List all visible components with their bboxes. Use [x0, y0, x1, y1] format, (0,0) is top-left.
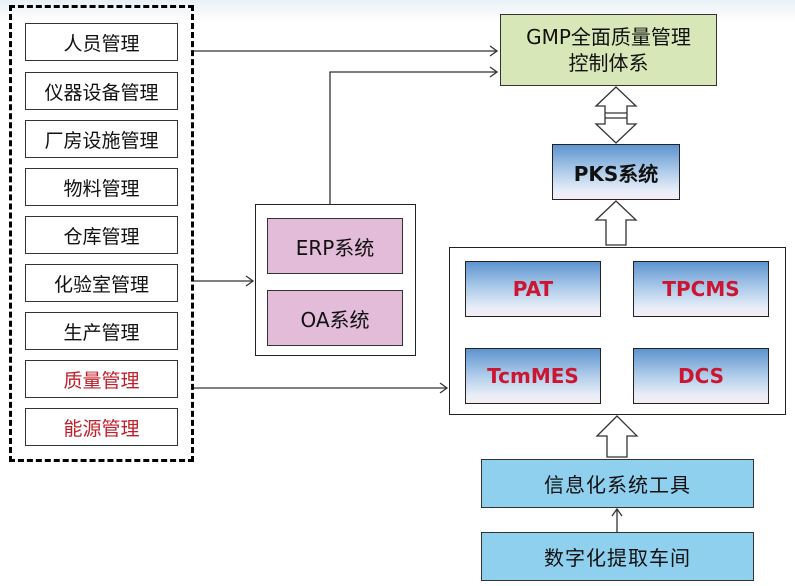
workshop-label: 数字化提取车间: [544, 546, 691, 570]
gmp-title-line2: 控制体系: [568, 51, 649, 75]
info-tools-label: 信息化系统工具: [544, 473, 691, 497]
module-label: 仓库管理: [63, 225, 140, 248]
arrowhead-tools: [611, 507, 623, 517]
arrowhead-gmp-1: [489, 45, 499, 57]
info-system-tools-box[interactable]: 信息化系统工具: [481, 459, 754, 508]
module-label: 人员管理: [63, 32, 140, 55]
module-label: 质量管理: [63, 369, 140, 392]
tpcms-label: TPCMS: [662, 277, 740, 301]
module-equipment[interactable]: 仪器设备管理: [25, 72, 178, 110]
module-label: 厂房设施管理: [44, 129, 159, 152]
module-production[interactable]: 生产管理: [25, 312, 178, 350]
arrowhead-systems: [439, 382, 449, 394]
bidirectional-arrow-gmp-pks: [594, 86, 638, 144]
block-arrow-tools-to-systems: [595, 415, 639, 458]
connector-erp-to-gmp: [329, 71, 497, 204]
dcs-system-box[interactable]: DCS: [633, 348, 769, 404]
tcmmes-system-box[interactable]: TcmMES: [465, 348, 601, 404]
module-label: 能源管理: [63, 417, 140, 440]
dcs-label: DCS: [677, 364, 725, 388]
module-personnel[interactable]: 人员管理: [25, 23, 178, 61]
tpcms-system-box[interactable]: TPCMS: [633, 261, 769, 317]
management-modules-group: [9, 5, 194, 462]
module-label: 化验室管理: [53, 273, 149, 296]
gmp-title-line1: GMP全面质量管理: [526, 25, 691, 49]
gmp-quality-system-box[interactable]: GMP全面质量管理 控制体系: [500, 14, 717, 86]
module-label: 生产管理: [63, 321, 140, 344]
block-arrow-systems-to-pks: [594, 200, 638, 246]
oa-label: OA系统: [300, 307, 370, 332]
arrowhead-gmp-2: [489, 66, 499, 78]
pat-system-box[interactable]: PAT: [465, 261, 601, 317]
pat-label: PAT: [512, 277, 554, 301]
module-quality[interactable]: 质量管理: [25, 360, 178, 398]
module-facilities[interactable]: 厂房设施管理: [25, 120, 178, 158]
tcmmes-label: TcmMES: [487, 364, 579, 388]
module-laboratory[interactable]: 化验室管理: [25, 264, 178, 302]
module-energy[interactable]: 能源管理: [25, 408, 178, 446]
pks-label: PKS系统: [573, 161, 659, 186]
erp-system-box[interactable]: ERP系统: [267, 218, 403, 274]
module-label: 物料管理: [63, 177, 140, 200]
module-warehouse[interactable]: 仓库管理: [25, 216, 178, 254]
oa-system-box[interactable]: OA系统: [267, 290, 403, 346]
arrowhead-erp: [245, 275, 255, 287]
pks-system-box[interactable]: PKS系统: [552, 144, 680, 200]
digital-extraction-workshop-box[interactable]: 数字化提取车间: [481, 532, 754, 581]
module-label: 仪器设备管理: [44, 81, 159, 104]
module-materials[interactable]: 物料管理: [25, 168, 178, 206]
erp-label: ERP系统: [295, 235, 375, 260]
